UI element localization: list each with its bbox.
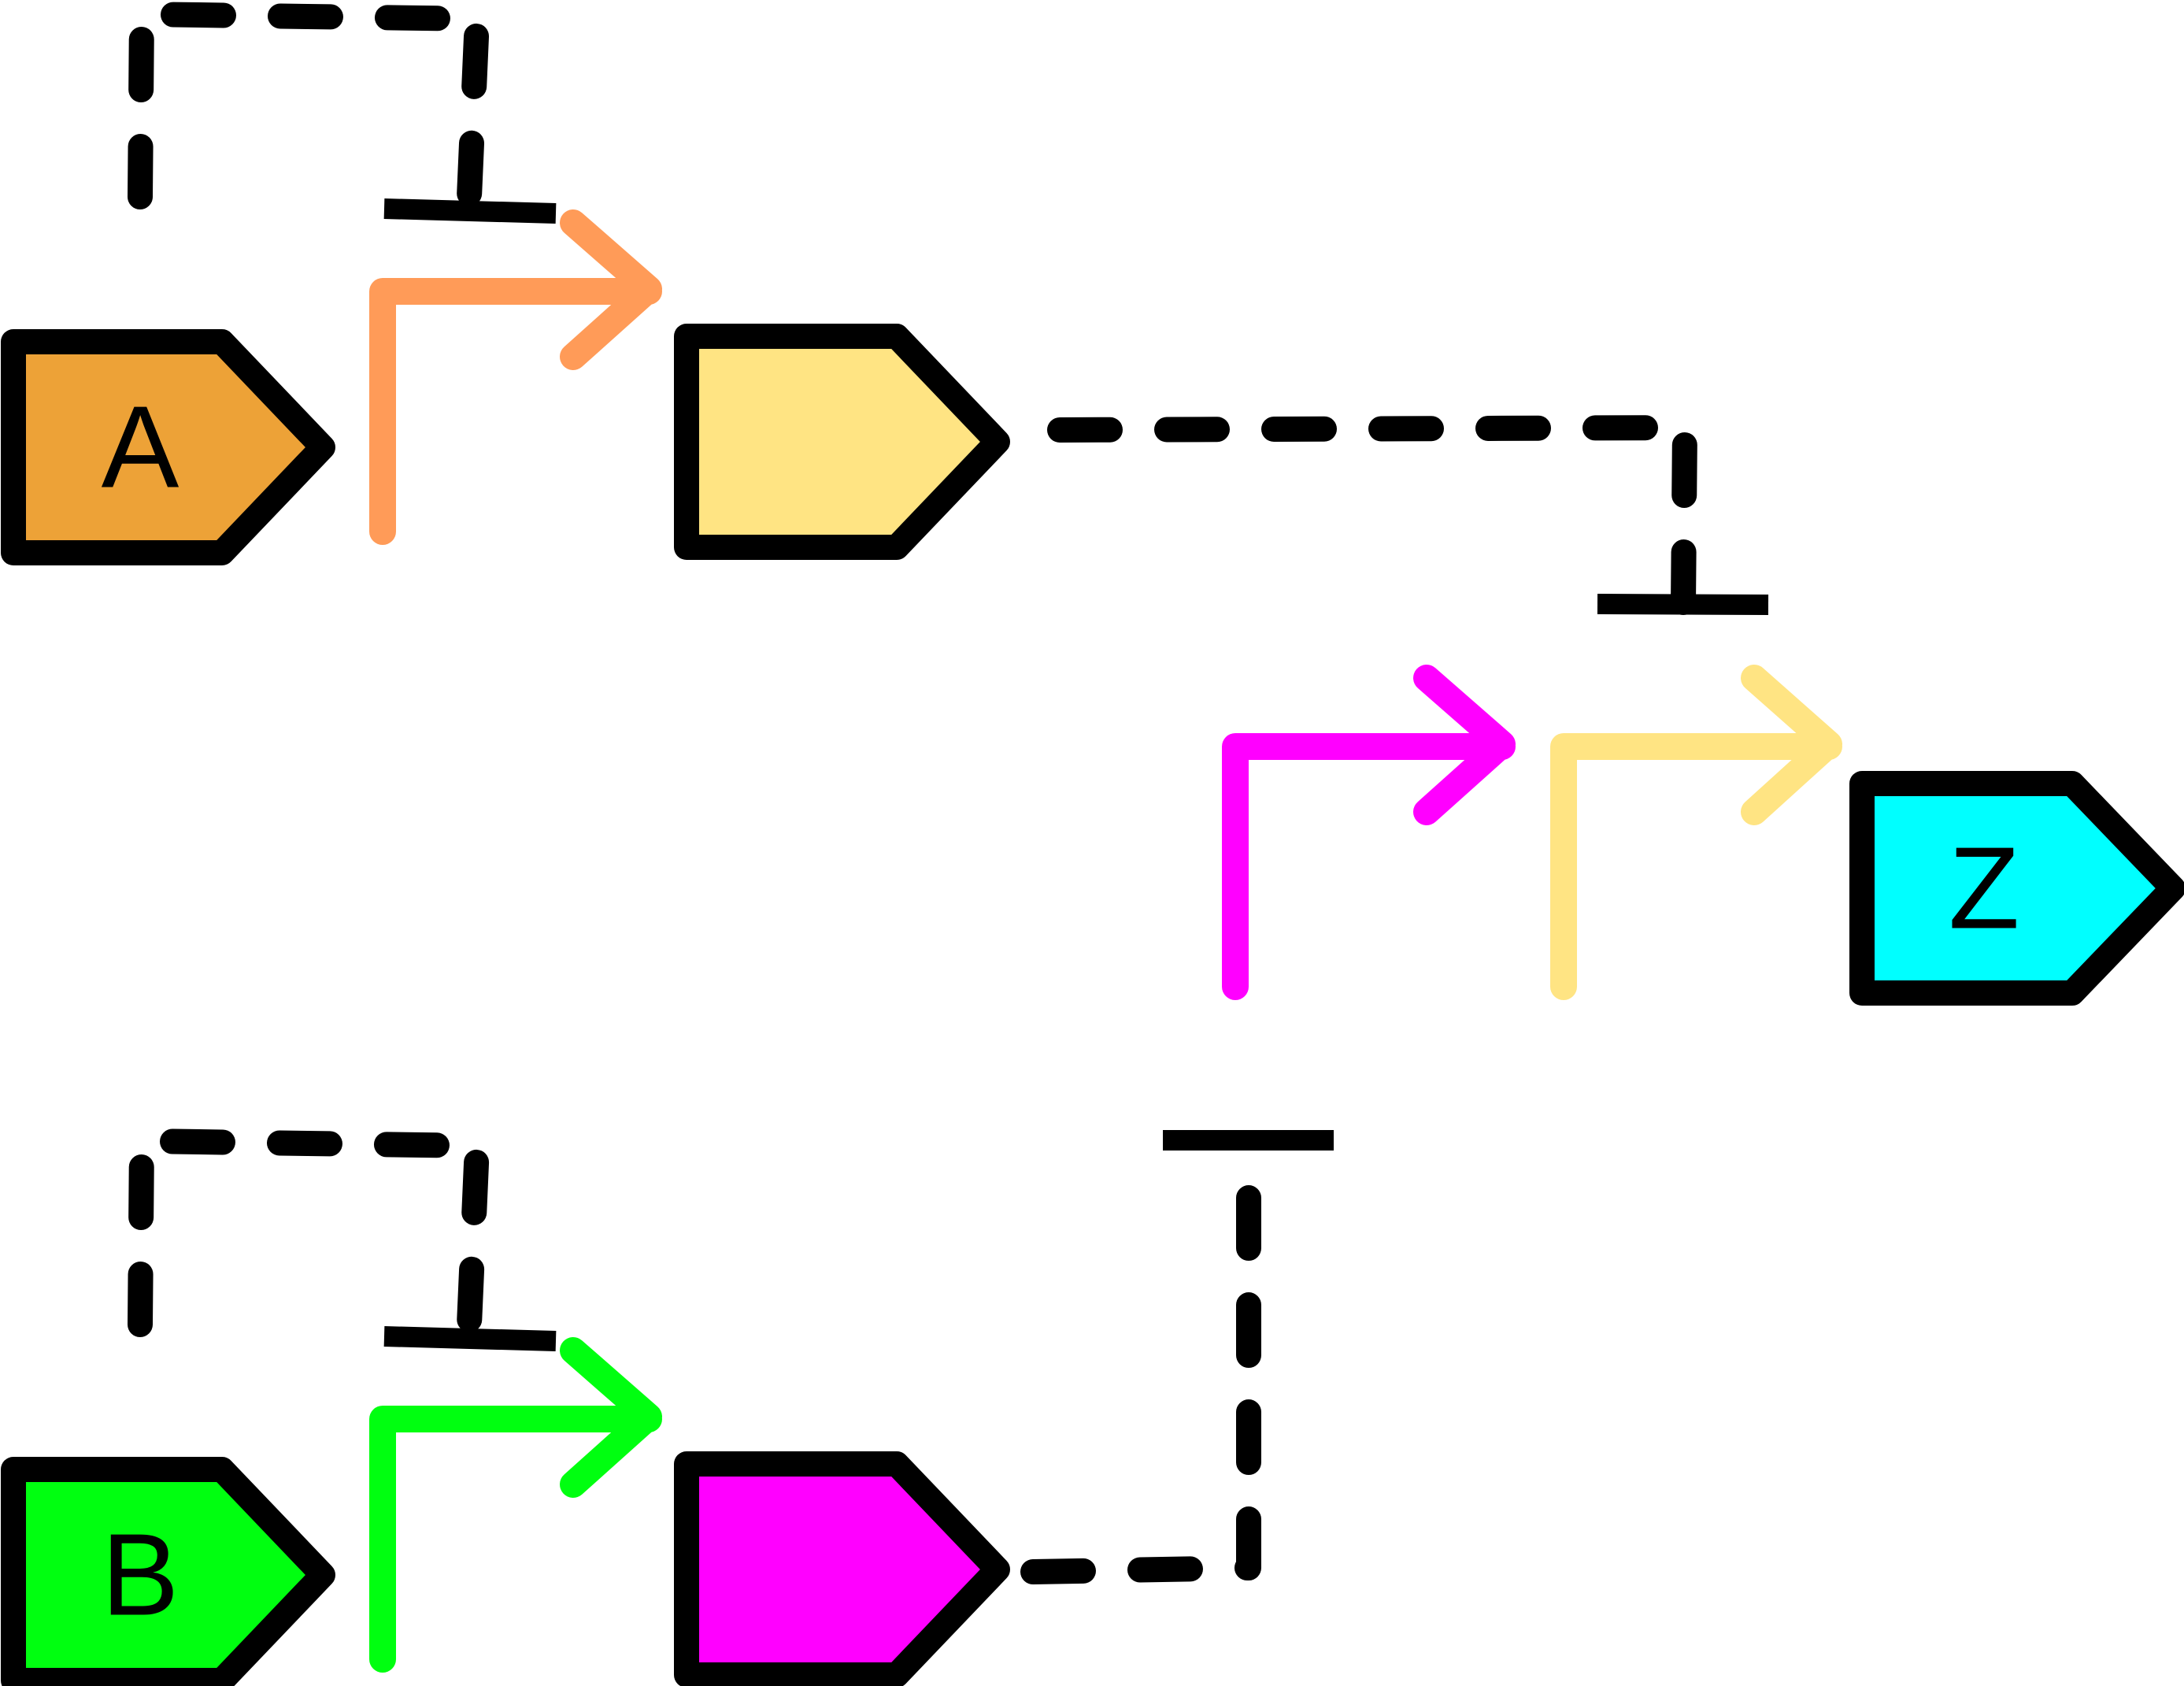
- node-b-product: [674, 1451, 1010, 1686]
- node-a-shape: [1, 329, 335, 565]
- dashed-repression-line: [1020, 1175, 1261, 1584]
- repression-bar: [1597, 594, 1769, 615]
- z-promoter-yellow-arrow: [1550, 665, 1842, 1000]
- node-a: A: [1, 329, 335, 565]
- dashed-repression-line: [1047, 415, 1697, 617]
- a-promoter-arrow: [369, 209, 662, 545]
- dashed-repression-line: [128, 1128, 490, 1337]
- node-z-label: Z: [1949, 824, 2019, 954]
- z-promoter-magenta-arrow: [1222, 665, 1516, 1000]
- repression-bar: [383, 1326, 557, 1351]
- node-b-product-shape: [674, 1451, 1010, 1686]
- node-a-label: A: [102, 383, 180, 513]
- b-promoter-arrow: [369, 1337, 662, 1673]
- repression-bar: [383, 198, 557, 224]
- node-b-shape: [1, 1457, 335, 1686]
- node-b-label: B: [102, 1510, 180, 1640]
- edge-b-product-to-z-promoter-magenta: [1020, 1130, 1334, 1584]
- dashed-repression-line: [128, 2, 490, 209]
- node-a-product-shape: [674, 324, 1010, 560]
- node-z: Z: [1849, 771, 2184, 1006]
- edge-b-to-b-promoter: [128, 1128, 557, 1351]
- node-z-shape: [1849, 771, 2184, 1006]
- edge-a-product-to-z-promoter-yellow: [1047, 415, 1769, 617]
- edge-a-to-a-promoter: [128, 2, 557, 224]
- node-a-product: [674, 324, 1010, 560]
- node-b: B: [1, 1457, 335, 1686]
